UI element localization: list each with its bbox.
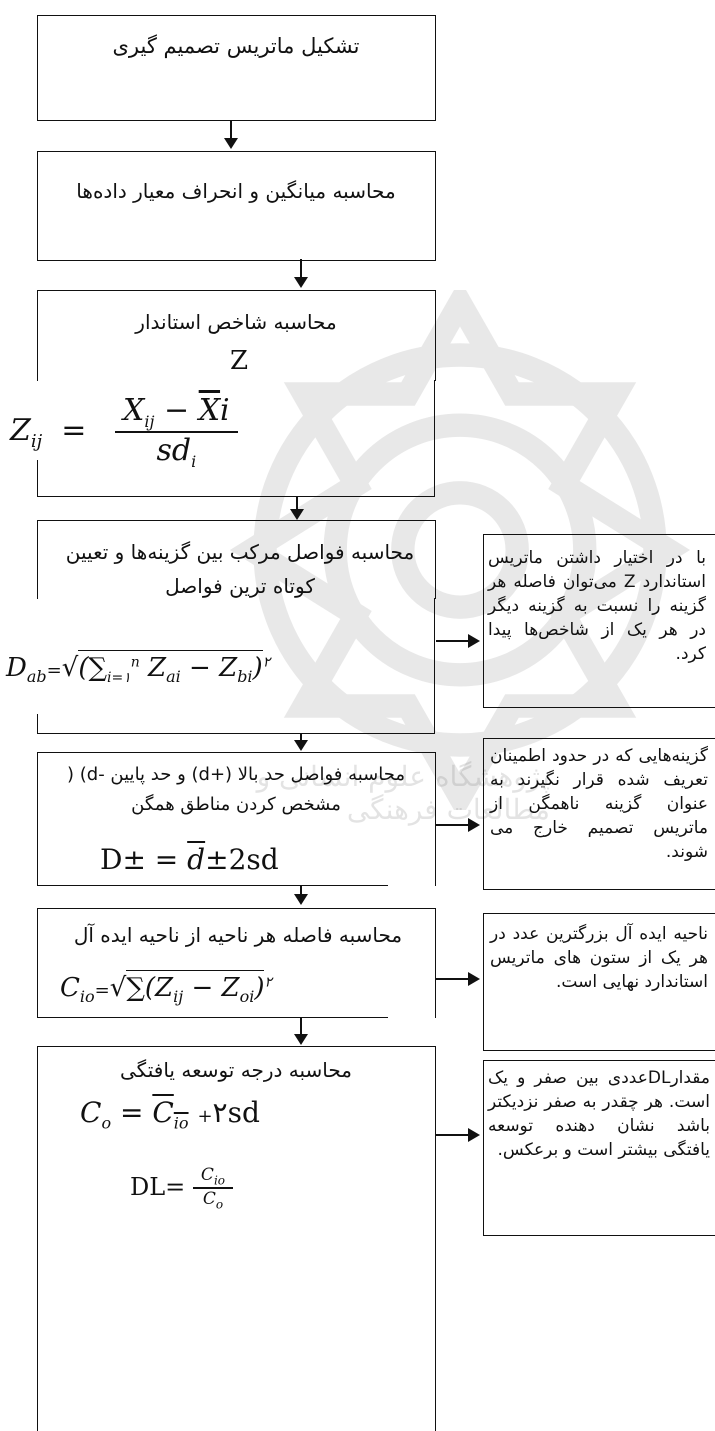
step-3-subtitle: Z (230, 346, 249, 376)
step-7-box (37, 1046, 436, 1431)
arrow-1-2 (230, 120, 232, 140)
arrow-5-note (436, 824, 470, 826)
note-4-text: مقدارDLعددی بین صفر و یک است. هر چقدر به… (488, 1068, 710, 1160)
arrow-2-3-head (294, 277, 308, 288)
step-5-bottom (37, 885, 388, 886)
arrow-6-note (436, 978, 470, 980)
arrow-7-note-head (468, 1128, 480, 1142)
step-4-bracket-right (434, 598, 435, 734)
arrow-5-note-head (468, 818, 480, 832)
arrow-3-4 (296, 497, 298, 511)
step-3-bracket-left (37, 460, 38, 497)
step-5-box (37, 752, 436, 886)
arrow-6-7 (300, 1018, 302, 1040)
arrow-3-4-head (290, 509, 304, 520)
arrow-1-2-head (224, 138, 238, 149)
step-3-bracket-right (434, 380, 435, 497)
note-3-box (483, 913, 715, 1051)
step-3-box (37, 290, 436, 381)
note-1-box (483, 534, 715, 708)
step-5-title: محاسبه فواصل حد بالا (+d) و حد پایین -d)… (66, 764, 406, 815)
note-2-box (483, 738, 715, 890)
watermark-rosette-icon (229, 290, 691, 810)
step-1-title: تشکیل ماتریس تصمیم گیری (112, 34, 360, 58)
note-4-box (483, 1060, 715, 1236)
step-3-title: محاسبه شاخص استاندار (135, 310, 337, 334)
arrow-7-note (436, 1134, 470, 1136)
watermark-text: پژوهشگاه علوم انسانی و مطالعات فرهنگی (256, 760, 550, 826)
step-2-title: محاسبه میانگین و انحراف معیار داده‌ها (76, 179, 396, 203)
step-4-box (37, 520, 436, 599)
arrow-5-6-head (294, 894, 308, 905)
step-6-bottom (37, 1017, 388, 1018)
step-6-title: محاسبه فاصله هر ناحیه از ناحیه ایده آل (73, 923, 403, 947)
note-2-text: گزینه‌هایی که در حدود اطمینان تعریف شده … (490, 746, 708, 862)
step-7-formula-1: Co = Cio +۲sd (80, 1096, 260, 1133)
step-5-formula: D± = d±2sd (100, 843, 279, 876)
step-6-formula: Cio=√∑(Zij − Zoi)۲ (60, 970, 272, 1006)
note-3-text: ناحیه ایده آل بزرگترین عدد در هر یک از س… (490, 924, 708, 992)
step-2-box (37, 151, 436, 261)
step-4-title: محاسبه فواصل مرکب بین گزینه‌ها و تعیین ک… (65, 540, 415, 598)
arrow-4-note (436, 640, 470, 642)
arrow-5-6 (300, 886, 302, 900)
arrow-4-5-head (294, 740, 308, 751)
arrow-2-3 (300, 259, 302, 279)
step-4-formula: Dab=√(∑i=۱n Zai − Zbi)۲ (6, 650, 270, 686)
note-1-text: با در اختیار داشتن ماتریس استاندارد Z می… (488, 548, 706, 664)
step-6-box (37, 908, 436, 1018)
step-4-bracket-left (37, 714, 38, 734)
step-1-box (37, 15, 436, 121)
arrow-4-note-head (468, 634, 480, 648)
step-3-bottom (37, 496, 434, 497)
step-4-bottom (37, 733, 434, 734)
arrow-6-7-head (294, 1034, 308, 1045)
step-7-title: محاسبه درجه توسعه یافتگی (120, 1058, 352, 1082)
arrow-6-note-head (468, 972, 480, 986)
